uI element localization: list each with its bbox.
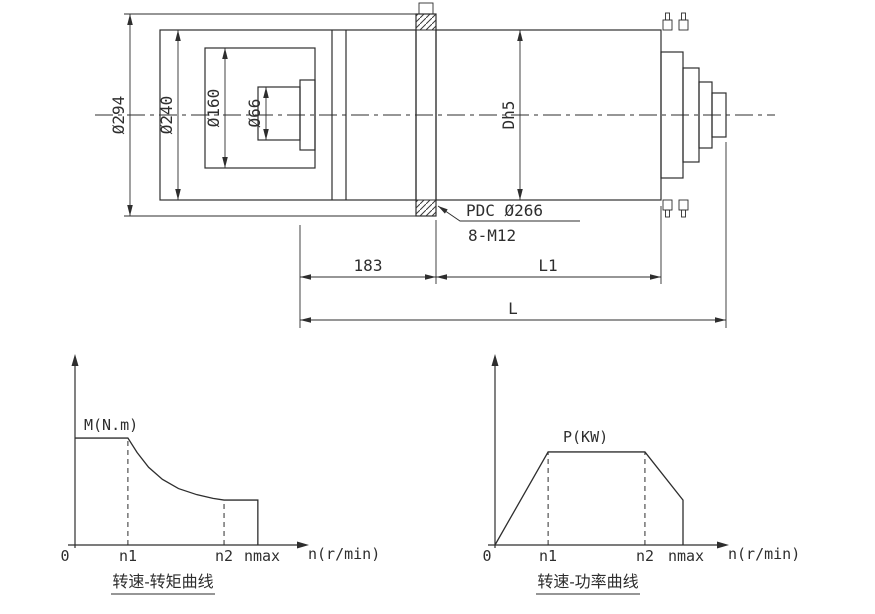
fittings-top [662,12,689,31]
dim-label-d294: Ø294 [109,96,128,135]
fitting-icon [662,19,673,31]
dimension-d240: Ø240 [157,30,181,200]
y-axis-arrow-icon [71,354,79,366]
leader-note: PDC Ø266 8-M12 [437,201,580,245]
nose-step [299,79,316,151]
fitting-icon [665,209,670,218]
x-axis-arrow-icon [297,541,309,549]
dim-label-L1: L1 [538,256,557,275]
dimension-183-L1-L: 183 L1 L [299,142,727,328]
spindle-outline [159,2,727,218]
flange-top-stud [418,2,434,15]
fitting-icon [662,199,673,211]
chart-title-torque: 转速-转矩曲线 [112,573,213,591]
fitting-icon [678,19,689,31]
curve-label-torque: M(N.m) [84,416,138,434]
dimension-d160: Ø160 [204,48,228,168]
torque-speed-chart: M(N.m) 0 n1 n2 nmax n(r/min) 转速-转矩曲线 [60,354,380,595]
dim-label-d240: Ø240 [157,96,176,135]
note-pdc: PDC Ø266 [466,201,543,220]
dim-label-d66: Ø66 [245,99,264,128]
power-speed-chart: P(KW) 0 n1 n2 nmax n(r/min) 转速-功率曲线 [482,354,800,595]
dimension-d66: Ø66 [245,87,269,140]
tick-0: 0 [482,547,491,565]
tick-n1: n1 [539,547,557,565]
dim-label-183: 183 [354,256,383,275]
fitting-icon [681,12,686,21]
dimension-dh5: Dh5 [499,30,523,200]
torque-curve [75,437,259,545]
dim-label-dh5: Dh5 [499,101,518,130]
tick-n2: n2 [215,547,233,565]
curve-label-power: P(KW) [563,428,608,446]
fittings-bottom [662,199,689,218]
dimension-d294: Ø294 [109,13,416,217]
tick-n1: n1 [119,547,137,565]
speed-torque-curve-line [75,437,259,545]
x-axis-label: n(r/min) [728,545,800,563]
dim-label-L: L [508,299,518,318]
speed-power-curve-line [494,451,684,546]
spindle-drawing: Ø294 Ø240 Ø160 Ø66 Dh5 [95,2,775,328]
rear-shaft-end [711,92,727,138]
power-curve [494,451,684,546]
x-axis-label: n(r/min) [308,545,380,563]
fitting-icon [678,199,689,211]
flange-hatch-bottom [415,199,437,217]
note-bolts: 8-M12 [468,226,516,245]
fitting-icon [665,12,670,21]
flange-hatch-top [415,13,437,31]
dim-label-d160: Ø160 [204,89,223,128]
chart-title-power: 转速-功率曲线 [537,573,638,591]
x-axis-arrow-icon [717,541,729,549]
tick-0: 0 [60,547,69,565]
tick-nmax: nmax [668,547,704,565]
tick-n2: n2 [636,547,654,565]
fitting-icon [681,209,686,218]
y-axis-arrow-icon [491,354,499,366]
tick-nmax: nmax [244,547,280,565]
